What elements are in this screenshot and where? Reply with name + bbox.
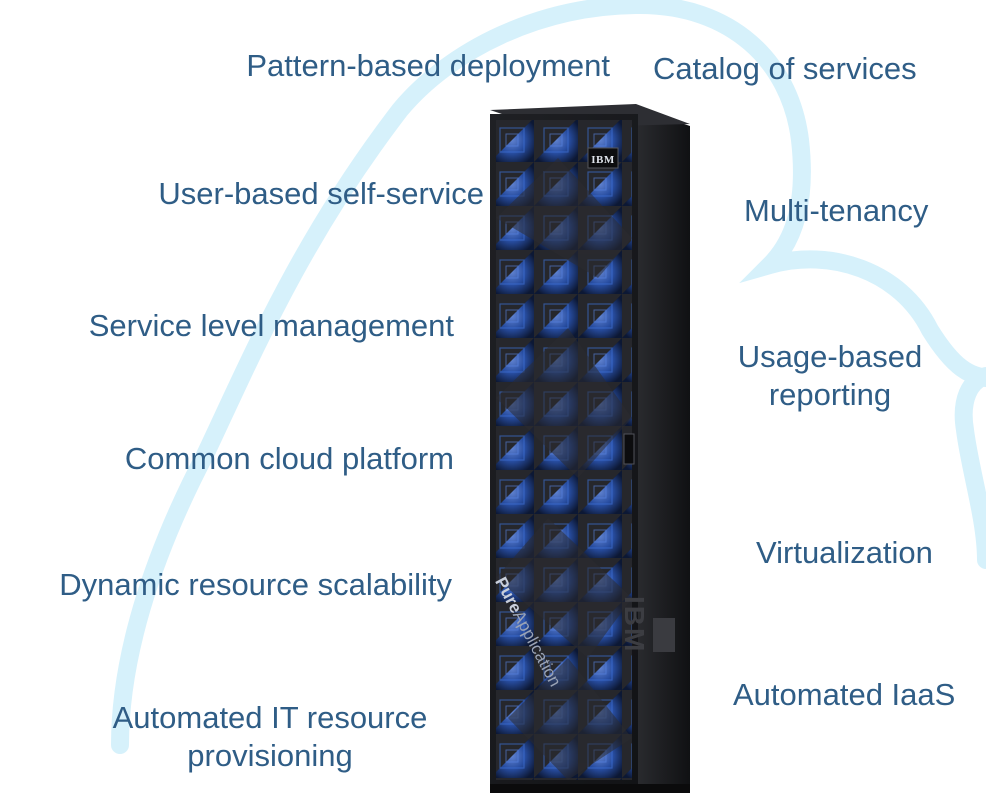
feature-dynamic-resource-scalability: Dynamic resource scalability xyxy=(59,567,452,602)
feature-common-cloud-platform: Common cloud platform xyxy=(124,441,454,476)
feature-multi-tenancy: Multi-tenancy xyxy=(744,193,929,228)
feature-usage-based-reporting: Usage-based reporting xyxy=(737,339,923,412)
feature-virtualization: Virtualization xyxy=(756,535,933,570)
feature-pattern-based-deployment: Pattern-based deployment xyxy=(246,48,610,83)
feature-automated-it-resource-provisioning: Automated IT resource provisioning xyxy=(112,700,428,773)
feature-service-level-management: Service level management xyxy=(88,308,454,343)
side-ibm-logo: IBM xyxy=(619,596,650,654)
feature-user-based-self-service: User-based self-service xyxy=(158,176,484,211)
server-rack-image xyxy=(490,104,690,793)
ibm-badge-text: IBM xyxy=(591,154,615,166)
feature-catalog-of-services: Catalog of services xyxy=(653,51,917,86)
feature-automated-iaas: Automated IaaS xyxy=(733,677,956,712)
